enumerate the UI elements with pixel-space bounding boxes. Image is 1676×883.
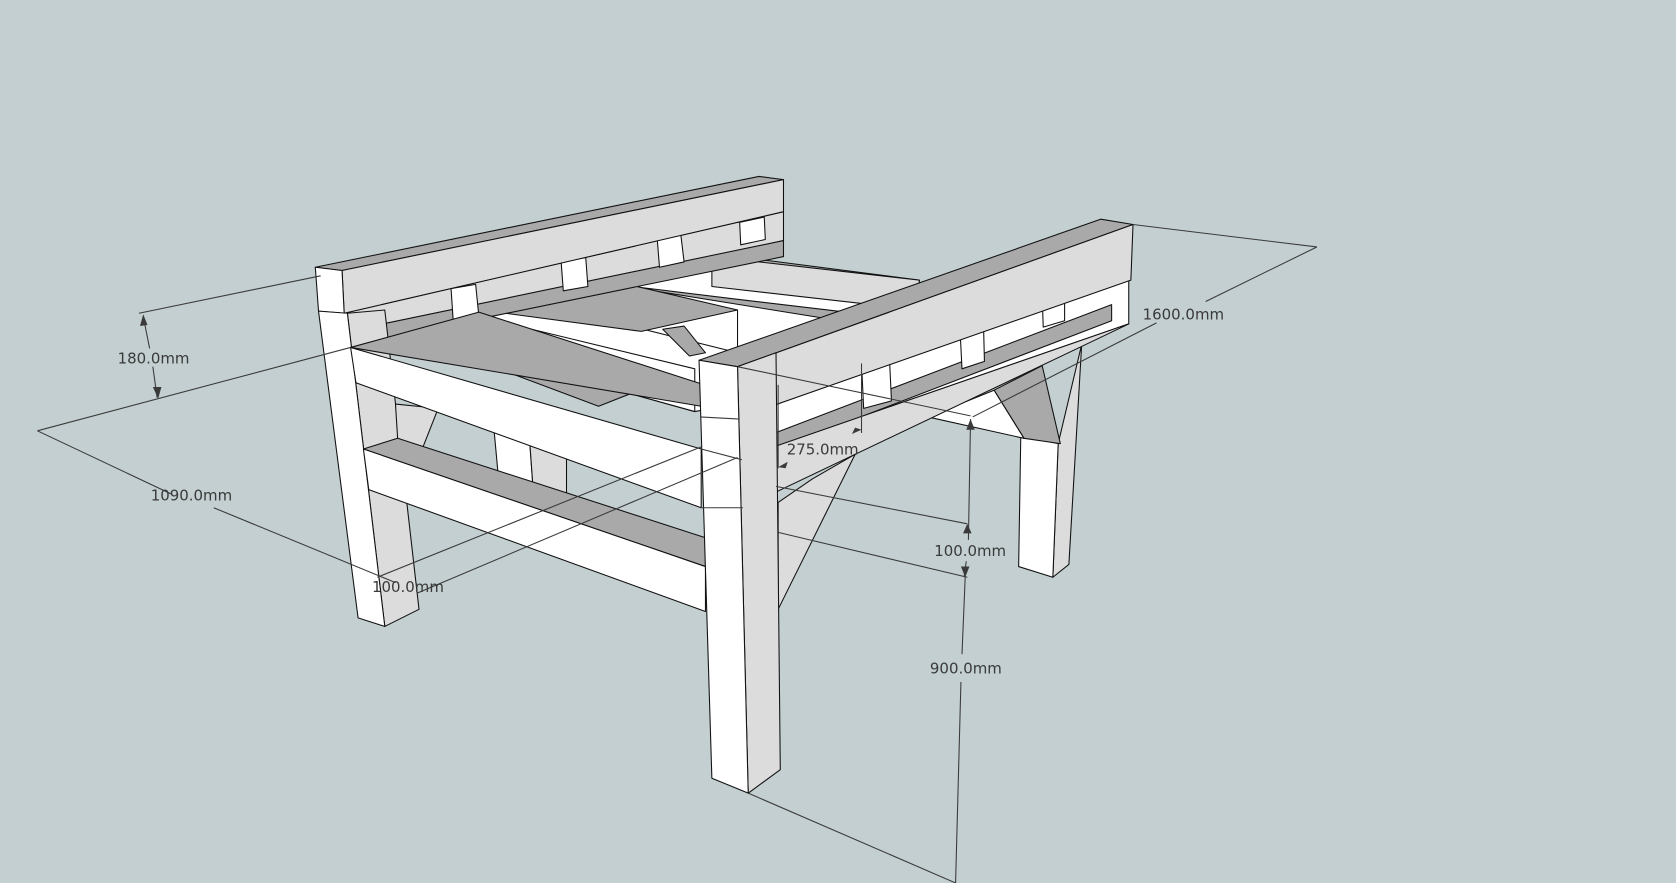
front-post (698, 352, 781, 794)
right-rail-assembly (698, 218, 1134, 610)
dim-leg-width: 100.0mm (372, 578, 444, 596)
dim-depth: 1090.0mm (151, 486, 232, 504)
dim-width: 1600.0mm (1143, 306, 1224, 324)
dim-rail-height: 100.0mm (934, 542, 1006, 560)
dimension-lines (37, 223, 1318, 883)
dimension-labels: 180.0mm 1090.0mm 100.0mm 1600.0mm 275.0m… (118, 306, 1225, 678)
dim-seat-height: 900.0mm (930, 659, 1002, 677)
dim-slat-spacing: 275.0mm (787, 440, 859, 458)
dim-back-height: 180.0mm (118, 349, 190, 367)
back-right-leg (927, 343, 1083, 578)
